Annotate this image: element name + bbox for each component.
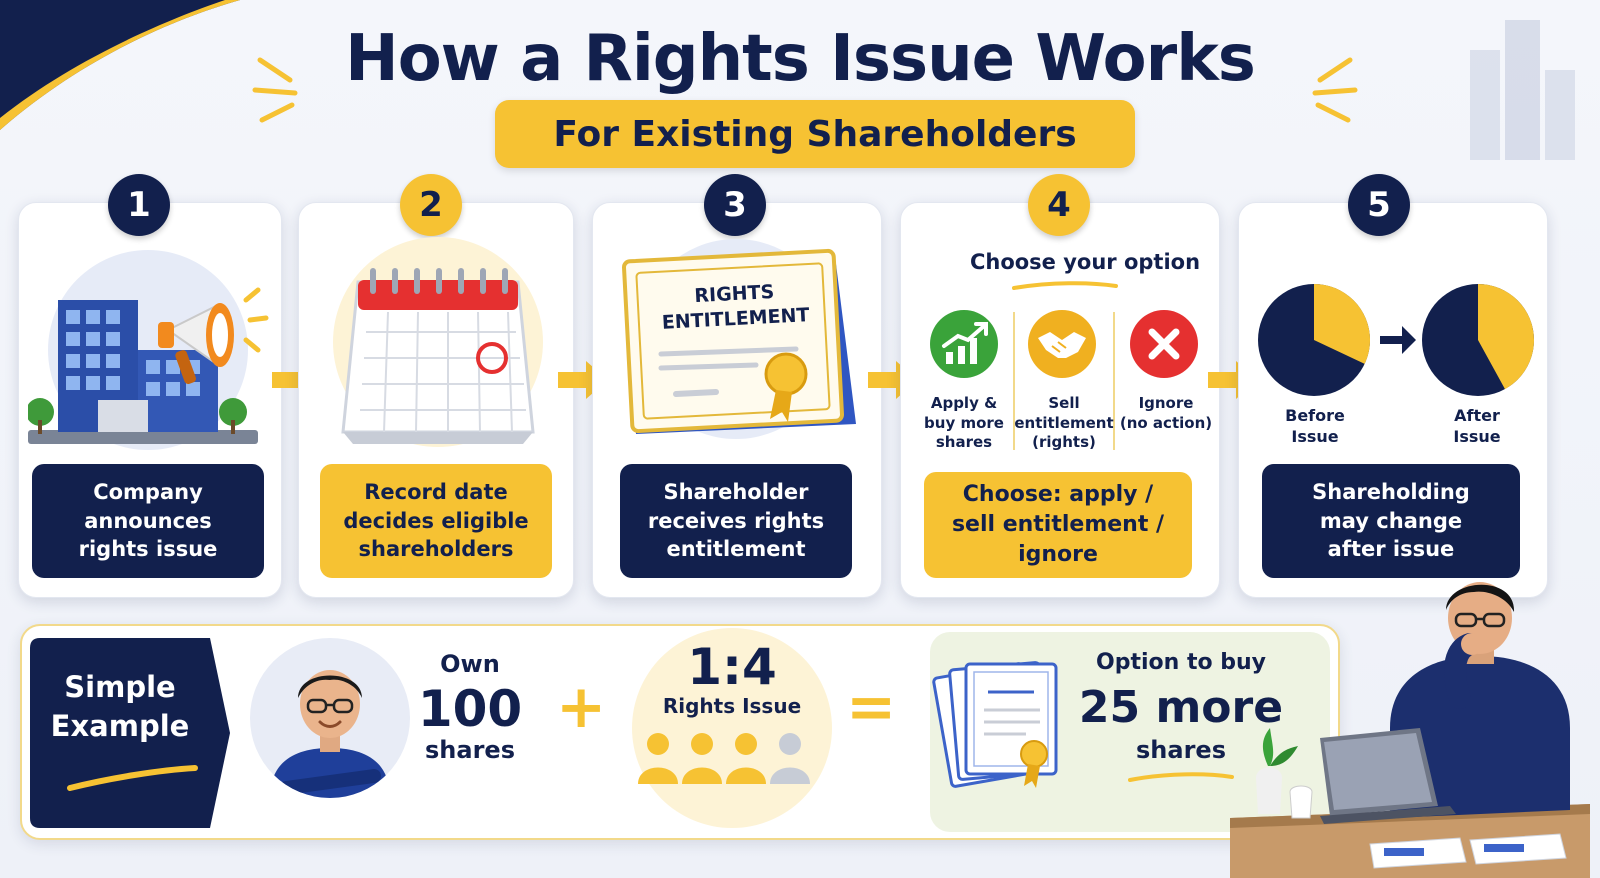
option-underline xyxy=(1128,772,1234,782)
person-filled-icon xyxy=(682,733,722,784)
option-sell-line-1: Sell xyxy=(1048,394,1080,412)
x-icon xyxy=(1130,310,1198,378)
building-megaphone-icon xyxy=(28,250,269,450)
ratio-value: 1:4 xyxy=(687,638,777,696)
plus-sign: + xyxy=(556,672,607,742)
option-sell-line-2: entitlement xyxy=(1014,413,1114,432)
pie-before-caption: Before Issue xyxy=(1268,406,1362,448)
option-sell-label: Sell entitlement (rights) xyxy=(1014,394,1114,453)
step-label-2: Record date decides eligible shareholder… xyxy=(320,464,552,578)
corner-swoosh xyxy=(0,0,240,130)
option-apply-line-3: shares xyxy=(935,433,993,451)
step-label-3-line-3: entitlement xyxy=(666,537,806,562)
pie-after-caption-line-1: After xyxy=(1454,406,1500,425)
pie-after-slice xyxy=(1478,284,1534,390)
example-tag-line-1: Simple xyxy=(64,670,176,704)
step-label-2-line-3: shareholders xyxy=(358,537,514,562)
step-label-5-line-1: Shareholding xyxy=(1312,480,1470,505)
pie-before-slice xyxy=(1314,284,1370,364)
step-label-1: Company announces rights issue xyxy=(32,464,264,578)
option-divider-1 xyxy=(1013,312,1015,450)
option-ignore-line-2: (no action) xyxy=(1119,413,1213,432)
option-ignore-label: Ignore (no action) xyxy=(1116,394,1216,433)
own-unit: shares xyxy=(425,736,515,764)
choose-underline xyxy=(1012,281,1118,290)
example-tag-label: Simple Example xyxy=(30,668,210,746)
step-label-4-line-1: Choose: apply / xyxy=(962,482,1154,508)
spark-right xyxy=(1312,57,1358,123)
step-number-5: 5 xyxy=(1348,174,1410,236)
person-avatar-icon xyxy=(270,670,390,798)
person-filled-icon xyxy=(638,733,678,784)
step-label-3-line-1: Shareholder xyxy=(663,480,809,505)
handshake-icon xyxy=(1028,310,1096,378)
option-buy-label: Option to buy xyxy=(1096,650,1266,675)
step-label-1-line-3: rights issue xyxy=(78,537,218,562)
step-label-3-line-2: receives rights xyxy=(647,508,825,533)
own-number: 100 xyxy=(417,680,523,738)
ratio-circle xyxy=(632,628,832,828)
calendar-icon xyxy=(333,237,543,447)
subtitle-pill: For Existing Shareholders xyxy=(495,100,1135,168)
pie-after-caption-line-2: Issue xyxy=(1453,426,1501,446)
option-apply-line-2: buy more xyxy=(924,413,1004,432)
step-label-5-line-3: after issue xyxy=(1327,537,1455,562)
certificate-title: RIGHTS ENTITLEMENT xyxy=(649,278,821,336)
certificate-folder-icon xyxy=(622,239,856,439)
step-label-4-line-2: sell entitlement / xyxy=(951,512,1165,538)
option-apply-line-1: Apply & xyxy=(930,394,998,412)
chart-up-icon xyxy=(930,310,998,378)
option-buy-unit: shares xyxy=(1136,736,1226,764)
shareholding-pies xyxy=(1258,284,1534,396)
avatar xyxy=(250,638,410,798)
option-sell-line-3: (rights) xyxy=(1032,433,1096,451)
step-number-4: 4 xyxy=(1028,174,1090,236)
option-apply-label: Apply & buy more shares xyxy=(916,394,1012,453)
option-ignore-line-1: Ignore xyxy=(1138,394,1194,412)
step-label-3: Shareholder receives rights entitlement xyxy=(620,464,852,578)
background-buildings xyxy=(1470,20,1575,160)
step-label-2-line-1: Record date xyxy=(364,480,508,505)
certificates-stack-icon xyxy=(932,661,1058,788)
person-filled-icon xyxy=(726,733,766,784)
pie-before-caption-line-2: Issue xyxy=(1291,426,1339,446)
equals-sign: = xyxy=(846,672,897,742)
example-tag-line-2: Example xyxy=(50,709,190,744)
step-label-4: Choose: apply / sell entitlement / ignor… xyxy=(924,472,1192,578)
ratio-label: Rights Issue xyxy=(662,694,802,718)
step-number-1: 1 xyxy=(108,174,170,236)
step-label-1-line-1: Company xyxy=(93,480,203,505)
step-label-1-line-2: announces xyxy=(84,508,212,533)
step-label-5-line-2: may change xyxy=(1319,508,1463,533)
people-icons xyxy=(638,733,810,784)
step-number-3: 3 xyxy=(704,174,766,236)
own-label: Own xyxy=(440,650,500,678)
person-empty-icon xyxy=(770,733,810,784)
option-divider-2 xyxy=(1113,312,1115,450)
step-label-2-line-2: decides eligible xyxy=(343,508,529,533)
option-buy-number: 25 more xyxy=(1078,682,1284,733)
page-title: How a Rights Issue Works xyxy=(345,22,1256,96)
example-tag xyxy=(30,638,230,828)
pie-arrow-icon xyxy=(1380,326,1416,354)
spark-left xyxy=(252,57,298,123)
pie-before-caption-line-1: Before xyxy=(1285,406,1345,425)
step-number-2: 2 xyxy=(400,174,462,236)
step-label-5: Shareholding may change after issue xyxy=(1262,464,1520,578)
thinking-person-illustration xyxy=(1230,582,1590,878)
choose-option-title: Choose your option xyxy=(969,250,1201,274)
pie-after-caption: After Issue xyxy=(1430,406,1524,448)
step-label-4-line-3: ignore xyxy=(1018,541,1098,567)
